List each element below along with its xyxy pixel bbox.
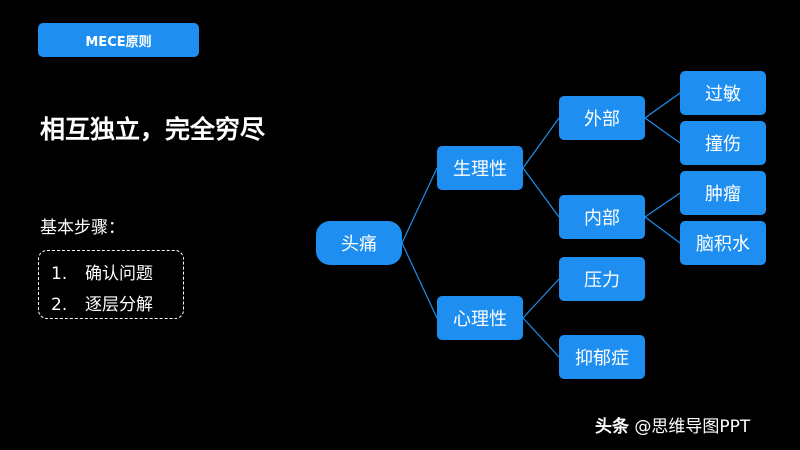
connector bbox=[401, 167, 438, 244]
connector bbox=[644, 192, 681, 218]
step-text: 逐层分解 bbox=[85, 295, 153, 315]
tree-node-level1: 生理性 bbox=[437, 146, 523, 190]
tree-node-level2: 外部 bbox=[559, 96, 645, 140]
tree-node-level1: 心理性 bbox=[437, 296, 523, 340]
connector bbox=[644, 216, 681, 244]
step-text: 确认问题 bbox=[85, 264, 153, 284]
title-badge: MECE原则 bbox=[38, 23, 199, 57]
watermark-handle: @思维导图PPT bbox=[634, 417, 751, 437]
watermark-brand: 头条 bbox=[595, 417, 629, 437]
connector bbox=[522, 167, 560, 218]
connector bbox=[401, 242, 438, 319]
page-headline: 相互独立，完全穷尽 bbox=[40, 115, 266, 144]
tree-node-level2: 抑郁症 bbox=[559, 335, 645, 379]
tree-node-level3: 脑积水 bbox=[680, 221, 766, 265]
watermark: 头条 @思维导图PPT bbox=[595, 412, 750, 437]
step-number: 2. bbox=[51, 295, 68, 315]
step-number: 1. bbox=[51, 264, 68, 284]
steps-title: 基本步骤： bbox=[40, 218, 125, 238]
tree-node-level3: 肿瘤 bbox=[680, 171, 766, 215]
tree-node-level2: 压力 bbox=[559, 257, 645, 301]
step-item: 1. 确认问题 bbox=[51, 259, 153, 284]
tree-root-node: 头痛 bbox=[316, 221, 402, 265]
tree-node-level2: 内部 bbox=[559, 195, 645, 239]
tree-node-level3: 撞伤 bbox=[680, 121, 766, 165]
connector bbox=[522, 278, 560, 319]
step-item: 2. 逐层分解 bbox=[51, 290, 153, 315]
tree-node-level3: 过敏 bbox=[680, 71, 766, 115]
connector bbox=[644, 92, 681, 119]
connector bbox=[522, 317, 560, 358]
connector bbox=[522, 117, 560, 169]
steps-box: 1. 确认问题 2. 逐层分解 bbox=[38, 250, 184, 319]
connector bbox=[644, 117, 681, 144]
